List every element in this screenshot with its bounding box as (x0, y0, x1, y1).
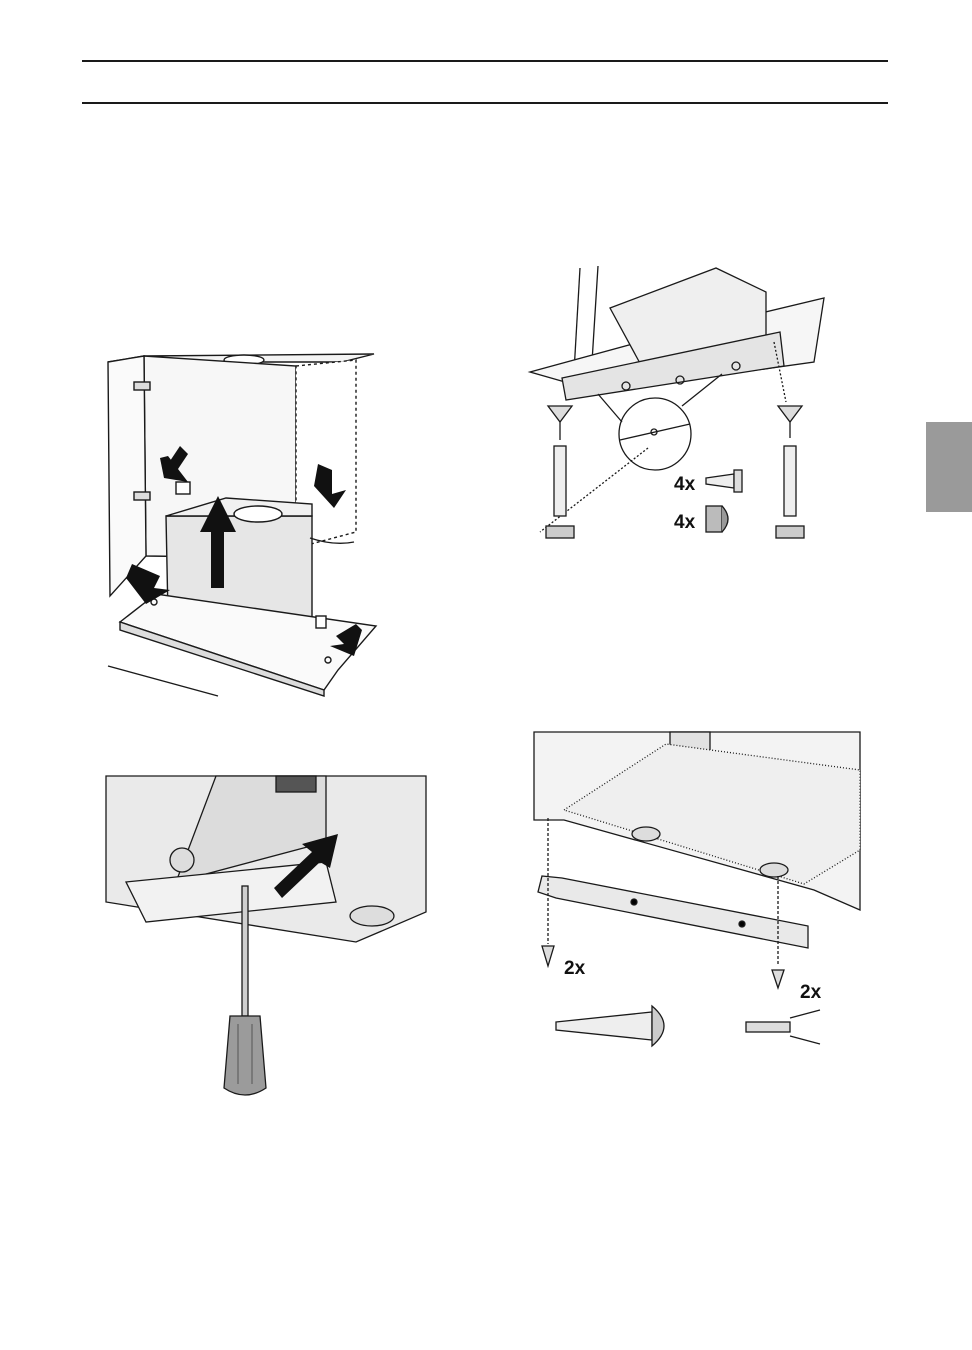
figure-front-rail: 2x 2x (534, 730, 860, 1060)
figure-screwdriver (106, 772, 426, 1098)
header-rule-bottom (82, 102, 888, 104)
figure-support-plate: 4x 4x (530, 262, 830, 552)
qty-label-left: 2x (564, 958, 586, 979)
header-rule-top (82, 60, 888, 62)
figure-remove-hood (106, 326, 380, 696)
qty-label-screw: 4x (674, 474, 696, 495)
qty-label-cap: 4x (674, 512, 696, 533)
section-tab (926, 422, 972, 512)
qty-label-right: 2x (800, 982, 822, 1003)
